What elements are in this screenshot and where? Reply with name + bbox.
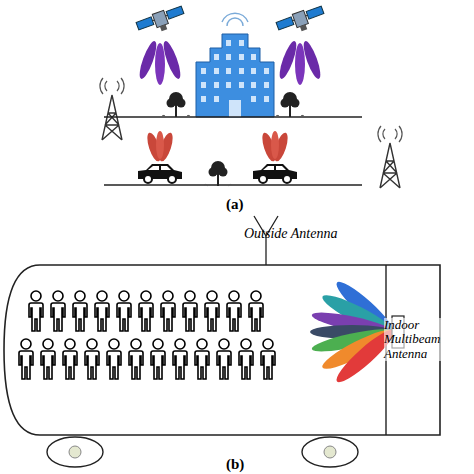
satellite [135,4,187,85]
building [196,13,274,117]
tree [204,161,232,186]
ground-line [104,116,362,118]
car [253,131,297,183]
car [138,131,182,183]
road-line [104,184,362,186]
tree [162,92,190,117]
passengers [19,291,275,379]
tree [276,92,304,117]
cell-tower [100,78,124,140]
satellite [275,4,327,85]
cell-tower [378,126,402,188]
antenna-label: Indoor Multibeam Antenna [384,318,472,361]
train-body [4,265,440,467]
part-label: (b) [226,456,256,473]
part-label: (a) [226,196,256,213]
antenna-label: Outside Antenna [244,226,374,241]
